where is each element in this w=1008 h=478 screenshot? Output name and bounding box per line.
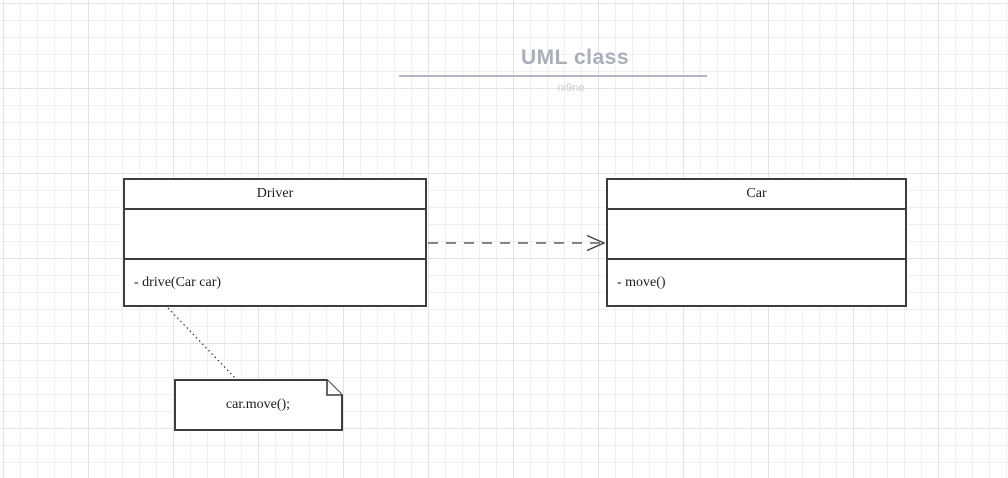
- dependency-arrow-head: [586, 234, 606, 252]
- class-box-car[interactable]: Car - move(): [606, 178, 907, 307]
- note-text: car.move();: [225, 397, 291, 412]
- note-shape[interactable]: car.move();: [174, 379, 344, 432]
- note-body: [174, 379, 343, 431]
- class-method-label: - drive(Car car): [134, 274, 222, 290]
- class-methods-car: - move(): [608, 260, 905, 305]
- page-subtitle[interactable]: ni9ne: [557, 82, 585, 94]
- class-name-driver: Driver: [125, 180, 425, 210]
- note-folded-corner-icon: [326, 380, 342, 396]
- class-method-label: - move(): [617, 274, 666, 290]
- class-methods-driver: - drive(Car car): [125, 260, 425, 305]
- title-underline: [399, 75, 707, 77]
- note-outline: [174, 379, 343, 431]
- dependency-arrow-driver-to-car[interactable]: [428, 234, 606, 252]
- class-attributes-driver: [125, 210, 425, 260]
- note-anchor-line[interactable]: [167, 307, 238, 381]
- class-box-driver[interactable]: Driver - drive(Car car): [123, 178, 427, 307]
- class-attributes-car: [608, 210, 905, 260]
- page-title[interactable]: UML class: [521, 46, 629, 69]
- class-name-car: Car: [608, 180, 905, 210]
